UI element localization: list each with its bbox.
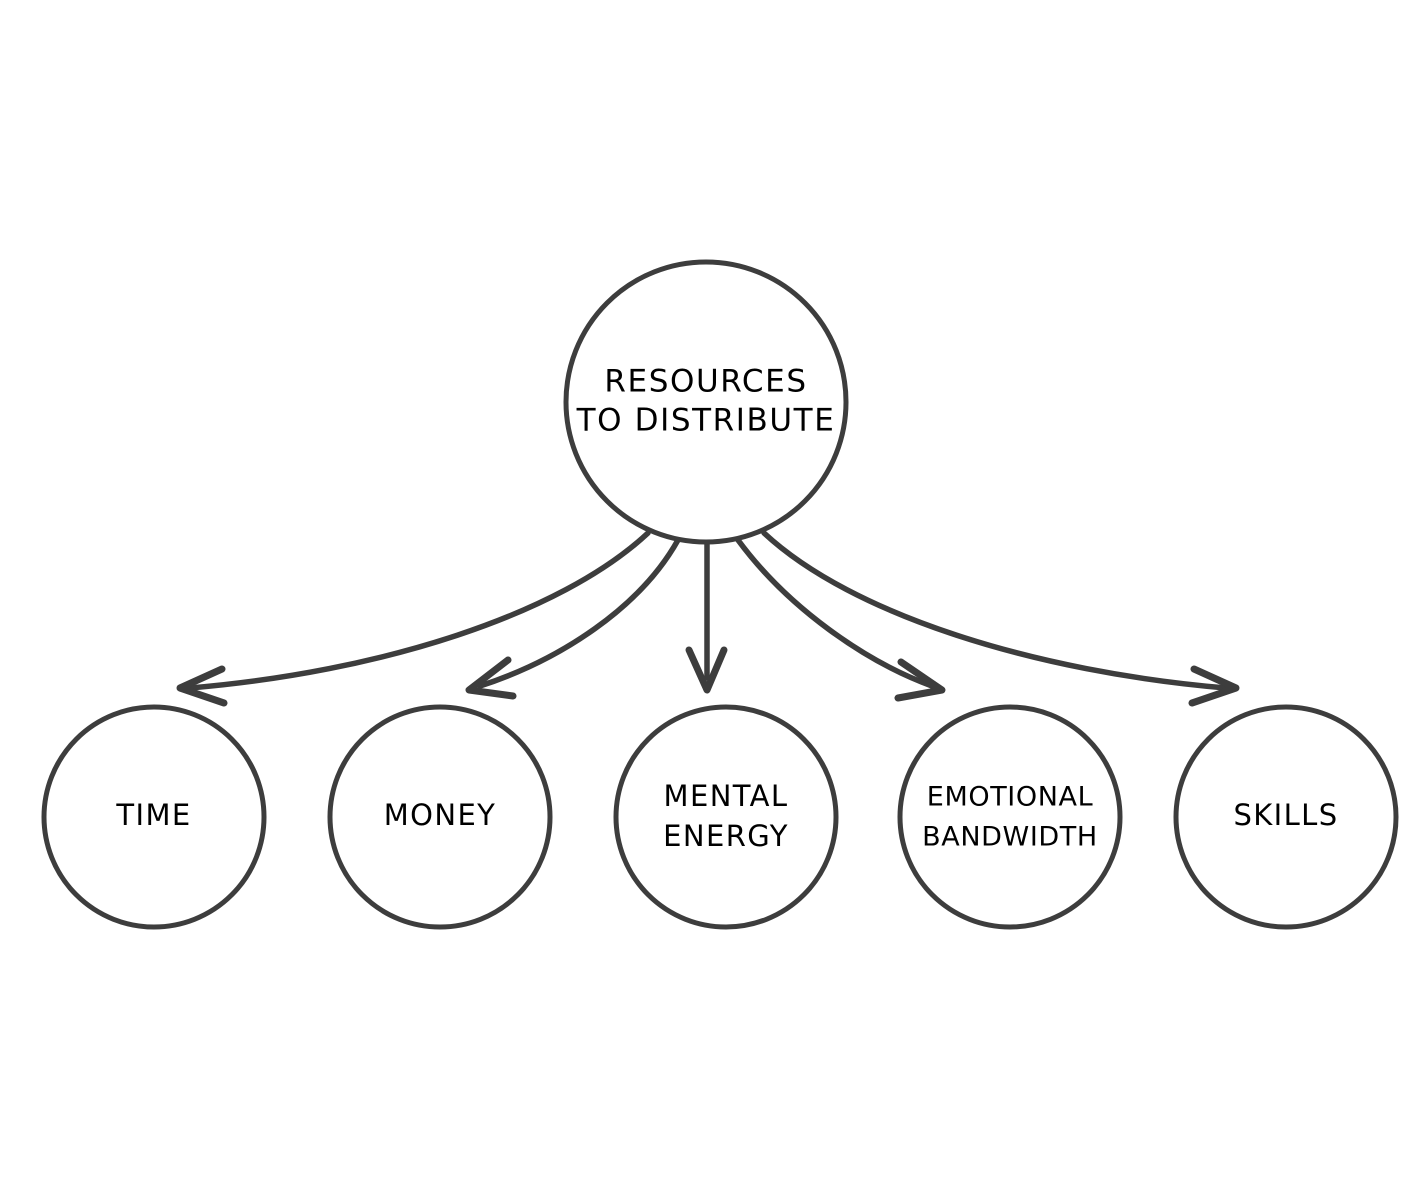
node-money-label: MONEY xyxy=(384,798,497,832)
node-resources-to-distribute[interactable]: RESOURCES TO DISTRIBUTE xyxy=(563,259,849,545)
node-skills-label: SKILLS xyxy=(1233,798,1338,832)
edge-to-time-line xyxy=(187,530,651,691)
node-mental-energy[interactable]: MENTAL ENERGY xyxy=(613,704,839,930)
node-emotional-bandwidth-label-line2: BANDWIDTH xyxy=(922,822,1098,853)
node-resources-to-distribute-label-line2: TO DISTRIBUTE xyxy=(576,403,836,439)
node-resources-to-distribute-circle[interactable] xyxy=(563,259,849,545)
edge-to-skills xyxy=(761,530,1240,707)
node-emotional-bandwidth-label-line1: EMOTIONAL xyxy=(927,782,1093,813)
node-mental-energy-label-line1: MENTAL xyxy=(664,779,789,813)
edge-to-mental-energy xyxy=(685,540,728,694)
node-mental-energy-label-line2: ENERGY xyxy=(663,819,789,853)
edge-group xyxy=(176,530,1240,707)
edge-to-money-line xyxy=(477,537,681,689)
node-time[interactable]: TIME xyxy=(41,704,267,930)
edge-to-time-arrowhead xyxy=(176,665,228,707)
edge-to-money xyxy=(465,537,681,700)
node-money-circle[interactable] xyxy=(327,704,553,930)
edge-to-emotional-bandwidth xyxy=(735,537,946,702)
node-emotional-bandwidth[interactable]: EMOTIONAL BANDWIDTH xyxy=(897,704,1123,930)
edge-to-emotional-bandwidth-line xyxy=(735,537,935,689)
edge-to-emotional-bandwidth-arrowhead xyxy=(894,658,946,702)
node-resources-to-distribute-label-line1: RESOURCES xyxy=(604,364,807,400)
edge-to-mental-energy-arrowhead xyxy=(685,646,728,694)
edge-to-skills-arrowhead xyxy=(1188,665,1240,707)
node-skills-circle[interactable] xyxy=(1173,704,1399,930)
edge-to-time xyxy=(176,530,651,707)
node-mental-energy-circle[interactable] xyxy=(613,704,839,930)
edge-to-money-arrowhead xyxy=(465,656,517,700)
node-time-label: TIME xyxy=(115,798,191,832)
edge-to-skills-line xyxy=(761,530,1229,691)
node-emotional-bandwidth-circle[interactable] xyxy=(897,704,1123,930)
node-money[interactable]: MONEY xyxy=(327,704,553,930)
node-time-circle[interactable] xyxy=(41,704,267,930)
node-skills[interactable]: SKILLS xyxy=(1173,704,1399,930)
